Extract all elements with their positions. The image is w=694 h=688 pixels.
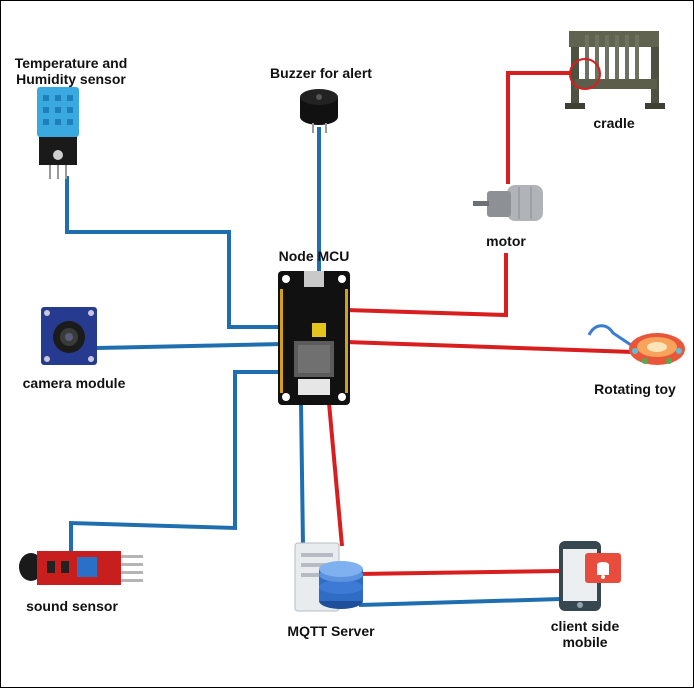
sound-sensor-label: sound sensor	[26, 598, 118, 614]
wire-motor-cradle	[345, 253, 508, 318]
mqtt-server-label: MQTT Server	[287, 623, 375, 639]
wire-server-mobile-blue	[358, 597, 562, 607]
node-mcu-label: Node MCU	[278, 248, 350, 264]
rotating-toy-label: Rotating toy	[594, 381, 676, 397]
nodemcu-board-icon	[278, 271, 350, 405]
wire-camera	[95, 342, 284, 350]
temperature-humidity-sensor-icon	[37, 87, 79, 179]
cradle-label: cradle	[593, 115, 635, 131]
wire-temp-sensor	[65, 176, 283, 329]
wire-rotating-toy	[345, 340, 634, 354]
motor-label: motor	[486, 233, 526, 249]
sound-sensor-icon	[19, 551, 143, 585]
temperature-label-line2: Humidity sensor	[16, 71, 126, 87]
client-mobile-line2: mobile	[562, 634, 608, 650]
wire-motor-top	[506, 71, 571, 184]
wire-mcu-server-red	[327, 402, 344, 547]
motor-icon	[473, 185, 543, 221]
client-mobile-line1: client side	[550, 618, 620, 634]
rotating-toy-icon	[587, 324, 685, 365]
buzzer-label: Buzzer for alert	[270, 65, 372, 81]
camera-label: camera module	[22, 375, 126, 391]
wire-sound-sensor	[69, 370, 283, 551]
buzzer-icon	[300, 89, 338, 133]
camera-module-icon	[41, 307, 97, 365]
temperature-sensor-label: Temperature and Humidity sensor	[11, 55, 131, 87]
temperature-label-line1: Temperature and	[14, 55, 128, 71]
wire-server-mobile-red	[358, 569, 562, 576]
mobile-phone-icon	[559, 541, 621, 611]
cradle-icon	[565, 31, 665, 109]
client-mobile-label: client side mobile	[537, 618, 633, 650]
mqtt-server-icon	[294, 542, 363, 612]
wire-mcu-server-blue	[299, 402, 305, 547]
